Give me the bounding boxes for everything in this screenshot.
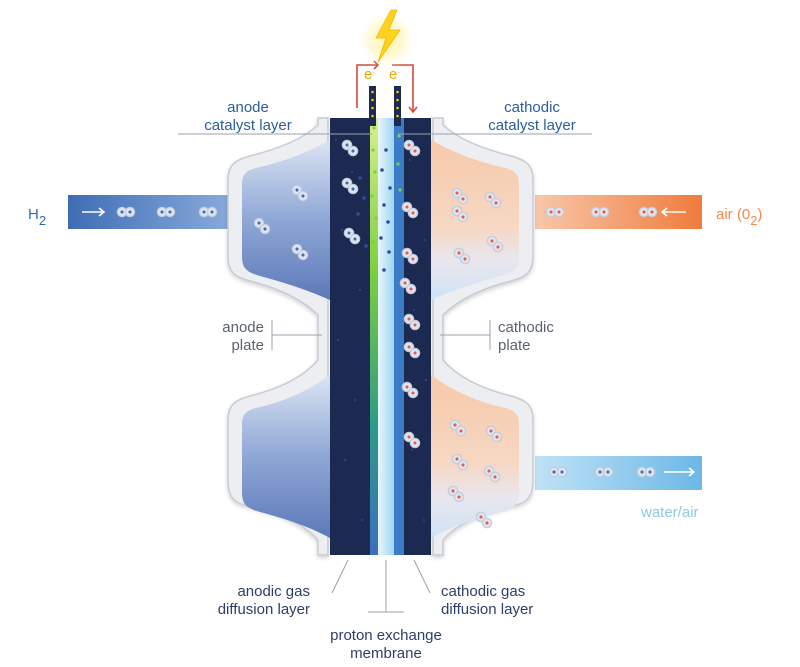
cathodic-gdl-label-line2: diffusion layer bbox=[441, 601, 533, 618]
proton-exchange-membrane bbox=[378, 118, 394, 555]
anode-catalyst-label-line1: anode bbox=[227, 99, 269, 116]
cathodic-plate-label-line1: cathodic bbox=[498, 319, 554, 336]
cathodic-catalyst-label-line2: catalyst layer bbox=[488, 117, 576, 134]
electron-label-left: e- bbox=[364, 66, 375, 83]
water-air-label: water/air bbox=[640, 504, 699, 521]
lightning-bolt-icon bbox=[375, 9, 401, 63]
electrode-leads bbox=[369, 86, 401, 126]
label-lines bbox=[178, 133, 592, 613]
anode-chamber-bottom bbox=[242, 375, 330, 538]
h2-flow-arrow bbox=[82, 207, 106, 217]
air-flow-arrow bbox=[660, 207, 686, 217]
catalyst-particles bbox=[370, 126, 402, 244]
molecules bbox=[116, 139, 658, 529]
anodic-gdl-label-line1: anodic gas bbox=[237, 583, 310, 600]
cathode-chamber-bottom bbox=[431, 375, 519, 538]
cathodic-plate-label-line2: plate bbox=[498, 337, 531, 354]
air-label: air (02) bbox=[716, 206, 762, 228]
anode-catalyst-label-line2: catalyst layer bbox=[204, 117, 292, 134]
h2-label: H2 bbox=[28, 206, 46, 228]
electron-label-right: e- bbox=[389, 66, 400, 83]
water-flow-arrow bbox=[664, 467, 696, 477]
protons bbox=[356, 148, 392, 272]
anode-catalyst-layer bbox=[370, 118, 378, 555]
anode-plate-label-line1: anode bbox=[222, 319, 264, 336]
anode-chamber-top bbox=[242, 140, 330, 300]
anode-plate-label-line2: plate bbox=[231, 337, 264, 354]
cathodic-catalyst-label-line1: cathodic bbox=[504, 99, 560, 116]
cathodic-gas-diffusion-layer bbox=[404, 118, 431, 555]
pem-label-line1: proton exchange bbox=[330, 627, 442, 644]
cathodic-gdl-label-line1: cathodic gas bbox=[441, 583, 525, 600]
anodic-gdl-label-line2: diffusion layer bbox=[218, 601, 310, 618]
cathode-catalyst-layer bbox=[394, 118, 404, 555]
pem-label-line2: membrane bbox=[350, 645, 422, 662]
gdl-texture bbox=[335, 139, 427, 521]
cathode-chamber-top bbox=[431, 140, 519, 300]
